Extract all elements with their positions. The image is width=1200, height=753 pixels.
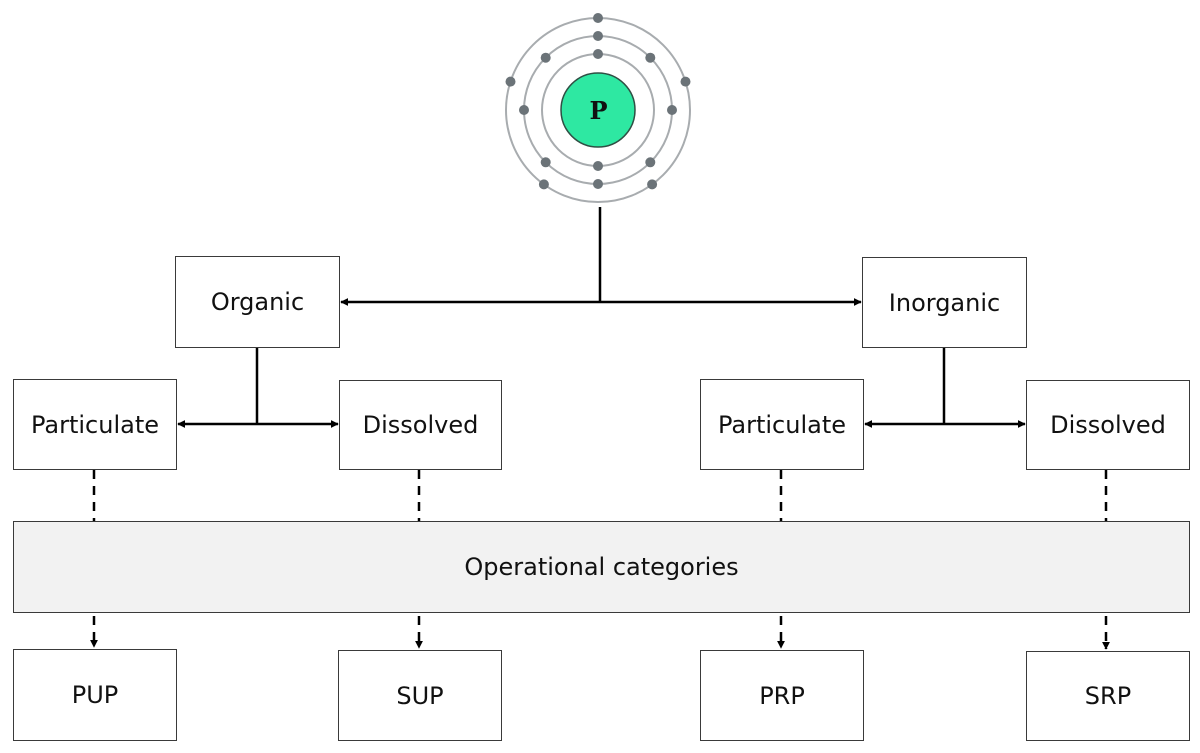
srp-box: SRP	[1026, 651, 1190, 741]
organic-particulate-box: Particulate	[13, 379, 177, 470]
electron-outer-1	[593, 13, 603, 23]
inorganic-particulate-label: Particulate	[717, 410, 846, 439]
electron-inner-2	[593, 161, 603, 171]
electron-outer-4	[538, 179, 549, 190]
inorganic-particulate-box: Particulate	[700, 379, 864, 470]
inorganic-box: Inorganic	[862, 257, 1027, 348]
pup-box: PUP	[13, 649, 177, 741]
organic-particulate-label: Particulate	[30, 410, 159, 439]
electron-outer-5	[505, 76, 516, 87]
nucleus	[560, 72, 636, 148]
organic-dissolved-box: Dissolved	[339, 380, 502, 470]
electron-outer-3	[647, 179, 658, 190]
electron-middle-4	[645, 157, 656, 168]
electron-middle-7	[519, 105, 529, 115]
operational-categories-label: Operational categories	[464, 553, 739, 581]
organic-label: Organic	[210, 288, 305, 316]
sup-box: SUP	[338, 650, 502, 741]
electron-middle-1	[593, 31, 603, 41]
inorganic-dissolved-label: Dissolved	[1050, 411, 1166, 439]
sup-label: SUP	[396, 681, 444, 710]
inorganic-dissolved-box: Dissolved	[1026, 380, 1190, 470]
inorganic-label: Inorganic	[888, 288, 1001, 317]
electron-middle-2	[645, 52, 656, 63]
srp-label: SRP	[1084, 682, 1132, 710]
electron-middle-5	[593, 179, 603, 189]
electron-inner-1	[593, 49, 603, 59]
phosphorus-atom-icon	[505, 13, 691, 203]
operational-categories-band: Operational categories	[13, 521, 1190, 613]
electrons	[505, 13, 691, 190]
element-symbol: P	[589, 96, 608, 125]
electron-middle-6	[540, 157, 551, 168]
prp-label: PRP	[759, 681, 805, 710]
prp-box: PRP	[700, 650, 864, 741]
electron-middle-8	[540, 52, 551, 63]
electron-outer-2	[680, 76, 691, 87]
pup-label: PUP	[71, 681, 119, 709]
electron-middle-3	[667, 105, 677, 115]
organic-box: Organic	[175, 256, 340, 348]
organic-dissolved-label: Dissolved	[362, 411, 479, 439]
